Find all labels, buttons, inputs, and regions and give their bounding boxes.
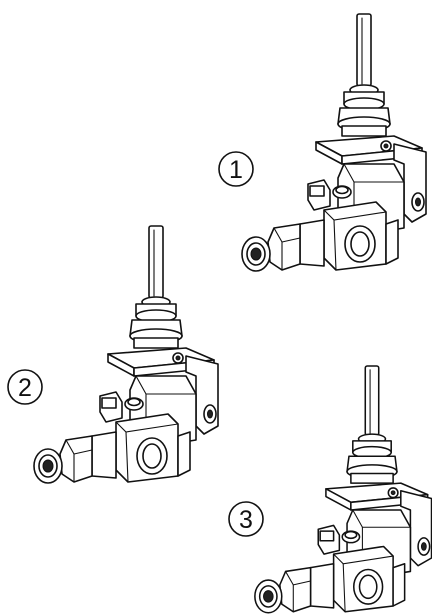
callout-2-circle xyxy=(7,369,43,405)
callout-1: 1 xyxy=(218,151,254,187)
valve-1-drawing xyxy=(241,13,427,272)
valve-2-drawing xyxy=(33,225,219,484)
callout-3: 3 xyxy=(228,501,264,537)
callout-3-circle xyxy=(228,501,264,537)
valve-3-drawing xyxy=(254,365,432,614)
callout-2: 2 xyxy=(7,369,43,405)
callout-1-label: 1 xyxy=(229,156,243,184)
callout-3-label: 3 xyxy=(239,506,253,534)
callout-1-circle xyxy=(218,151,254,187)
callout-2-label: 2 xyxy=(18,374,32,402)
